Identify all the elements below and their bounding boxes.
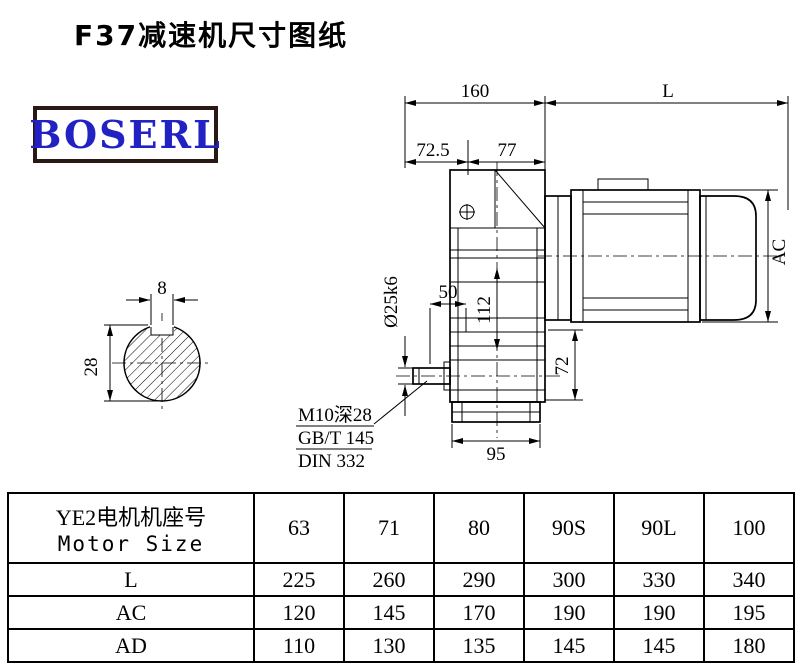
key-width-label: 8	[157, 278, 167, 299]
AD-value: 130	[343, 628, 435, 663]
fan-cowl	[699, 195, 757, 321]
AC-value: 190	[523, 595, 615, 630]
size-71-cell: 71	[343, 492, 435, 564]
boserl-logo-text: BOSERL	[29, 111, 222, 157]
thread-note-line3: DIN 332	[298, 451, 365, 472]
front-view	[396, 162, 782, 438]
dim-AC-label: AC	[769, 239, 790, 265]
dim-95-label: 95	[487, 444, 506, 465]
L-value: 260	[343, 562, 435, 597]
page-title: F37减速机尺寸图纸	[74, 19, 349, 52]
shaft-section-circle	[123, 324, 201, 402]
motor-size-header-cn: YE2电机机座号	[55, 505, 207, 530]
boserl-logo: BOSERL	[29, 106, 220, 163]
size-63-cell: 63	[253, 492, 345, 564]
size-90S-cell: 90S	[523, 492, 615, 564]
L-value: 330	[613, 562, 705, 597]
AD-value: 145	[523, 628, 615, 663]
table-row-AC: AC 120 145 170 190 190 195	[7, 595, 795, 630]
motor-size-header-cell: YE2电机机座号 Motor Size	[7, 492, 255, 564]
dim-72-5-label: 72.5	[416, 140, 449, 161]
dim-160-label: 160	[461, 81, 490, 102]
table-row-L: L 225 260 290 300 330 340	[7, 562, 795, 597]
AC-value: 190	[613, 595, 705, 630]
L-value: 225	[253, 562, 345, 597]
thread-note: M10深28 GB/T 145 DIN 332	[296, 380, 428, 472]
dimensions: 160 L 72.5 77 AC Ø25k6 50 112 72	[381, 81, 790, 465]
output-shaft	[412, 367, 451, 385]
thread-note-line1: M10深28	[298, 404, 372, 426]
dim-112-label: 112	[474, 296, 495, 324]
shaft-diameter-side-label: 28	[81, 358, 102, 377]
L-value: 300	[523, 562, 615, 597]
dim-shaft-diameter-label: Ø25k6	[381, 276, 402, 328]
size-90L-cell: 90L	[613, 492, 705, 564]
dim-72-label: 72	[552, 357, 573, 376]
thread-note-line2: GB/T 145	[298, 428, 374, 449]
L-value: 290	[433, 562, 525, 597]
motor-size-header-en: Motor Size	[57, 532, 205, 556]
table-row-AD: AD 110 130 135 145 145 180	[7, 628, 795, 663]
AC-value: 195	[703, 595, 795, 630]
dim-50-label: 50	[439, 282, 458, 303]
keyway-slot	[150, 327, 174, 336]
motor-dimension-table: YE2电机机座号 Motor Size 63 71 80 90S 90L 100…	[7, 492, 795, 663]
motor-outline	[544, 178, 757, 323]
row-label-L: L	[7, 562, 255, 597]
AD-value: 145	[613, 628, 705, 663]
dim-77-label: 77	[498, 140, 517, 161]
gearbox-housing	[412, 169, 546, 423]
size-80-cell: 80	[433, 492, 525, 564]
size-100-cell: 100	[703, 492, 795, 564]
dim-L-label: L	[662, 81, 674, 102]
terminal-box	[597, 178, 649, 191]
AC-value: 145	[343, 595, 435, 630]
AC-value: 120	[253, 595, 345, 630]
AC-value: 170	[433, 595, 525, 630]
AD-value: 110	[253, 628, 345, 663]
row-label-AC: AC	[7, 595, 255, 630]
row-label-AD: AD	[7, 628, 255, 663]
technical-drawing: 8 28	[81, 81, 790, 472]
AD-value: 135	[433, 628, 525, 663]
AD-value: 180	[703, 628, 795, 663]
shaft-section-view: 8 28	[81, 278, 212, 413]
L-value: 340	[703, 562, 795, 597]
table-header-row: YE2电机机座号 Motor Size 63 71 80 90S 90L 100	[7, 492, 795, 564]
